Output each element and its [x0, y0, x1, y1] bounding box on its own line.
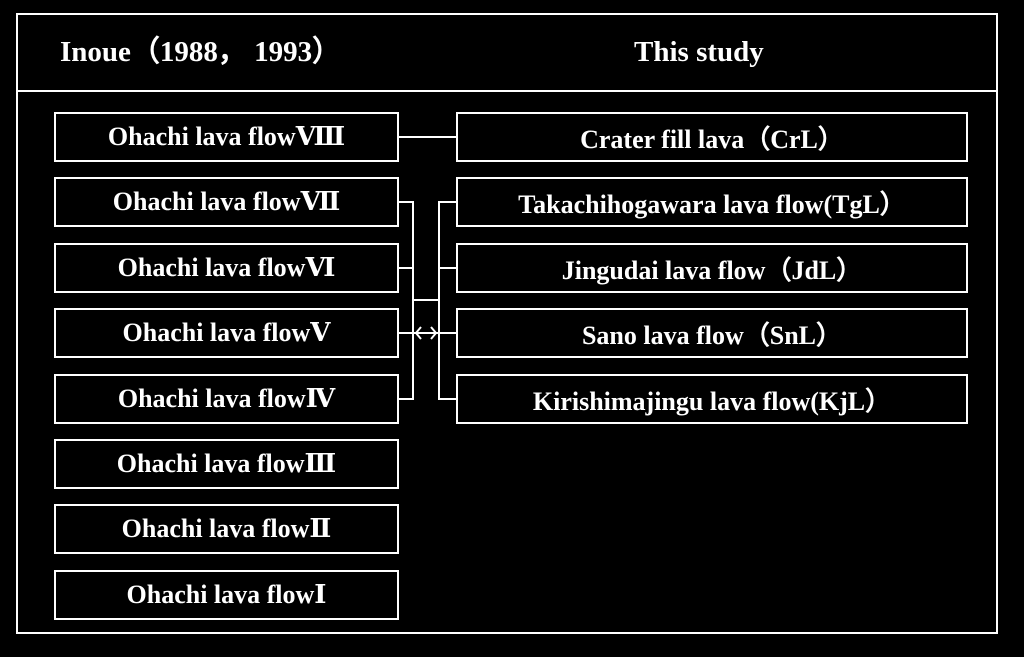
inoue-flow-3: Ohachi lava flowⅢ — [54, 439, 399, 489]
right-bracket — [438, 201, 456, 400]
inoue-flow-4: Ohachi lava flowⅣ — [54, 374, 399, 424]
inoue-flow-5: Ohachi lava flowⅤ — [54, 308, 399, 358]
diagram-frame — [16, 13, 998, 634]
inoue-flow-8: Ohachi lava flowⅧ — [54, 112, 399, 162]
study-crater-fill-lava: Crater fill lava（CrL） — [456, 112, 968, 162]
bracket-arrow-ticks — [414, 326, 438, 340]
study-jingudai-lava: Jingudai lava flow（JdL） — [456, 243, 968, 293]
right-column-header: This study — [634, 36, 764, 68]
study-kirishimajingu-lava: Kirishimajingu lava flow(KjL） — [456, 374, 968, 424]
study-sano-lava: Sano lava flow（SnL） — [456, 308, 968, 358]
inoue-flow-2: Ohachi lava flowⅡ — [54, 504, 399, 554]
inoue-flow-1: Ohachi lava flowⅠ — [54, 570, 399, 620]
left-column-header: Inoue（1988， 1993） — [60, 36, 342, 68]
inoue-flow-6: Ohachi lava flowⅥ — [54, 243, 399, 293]
study-takachihogawara-lava: Takachihogawara lava flow(TgL） — [456, 177, 968, 227]
left-bracket — [399, 201, 414, 400]
header-divider — [16, 90, 998, 92]
inoue-flow-7: Ohachi lava flowⅦ — [54, 177, 399, 227]
